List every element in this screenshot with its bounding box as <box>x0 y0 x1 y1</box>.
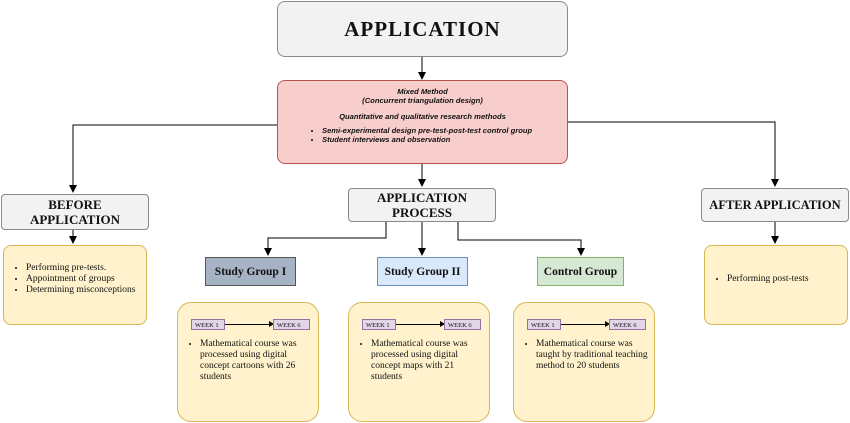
control-group-label: Control Group <box>537 257 624 286</box>
week-start-badge: WEEK 1 <box>191 319 225 330</box>
study-group-1-label: Study Group I <box>205 257 296 286</box>
application-title: APPLICATION <box>277 1 568 57</box>
study-group-1-notes: WEEK 1 WEEK 6 Mathematical course was pr… <box>177 302 319 422</box>
after-item: Performing post-tests <box>727 274 847 285</box>
week-arrow <box>396 321 445 327</box>
mixed-method-box: Mixed Method (Concurrent triangulation d… <box>277 80 568 164</box>
week-end-badge: WEEK 6 <box>444 319 481 330</box>
method-line: Quantitative and qualitative research me… <box>339 112 506 122</box>
process-label-line1: APPLICATION <box>376 190 468 205</box>
method-item: Student interviews and observation <box>322 135 567 144</box>
group-description: Mathematical course was processed using … <box>200 339 312 383</box>
study-group-2-notes: WEEK 1 WEEK 6 Mathematical course was pr… <box>348 302 490 422</box>
week-end-badge: WEEK 6 <box>273 319 310 330</box>
week-arrow <box>225 321 274 327</box>
before-item: Performing pre-tests. <box>26 263 146 274</box>
after-application-box: AFTER APPLICATION <box>701 188 849 222</box>
group-description: Mathematical course was processed using … <box>371 339 483 383</box>
before-item: Appointment of groups <box>26 274 146 285</box>
method-subheading: (Concurrent triangulation design) <box>362 96 483 106</box>
before-label-line1: BEFORE <box>48 197 102 212</box>
method-item: Semi-experimental design pre-test-post-t… <box>322 126 567 135</box>
process-label-line2: PROCESS <box>392 205 452 220</box>
week-start-badge: WEEK 1 <box>527 319 561 330</box>
application-process-box: APPLICATION PROCESS <box>348 188 496 222</box>
group-description: Mathematical course was taught by tradit… <box>536 339 648 372</box>
after-label: AFTER APPLICATION <box>709 197 841 212</box>
method-heading: Mixed Method <box>397 87 448 96</box>
before-application-box: BEFORE APPLICATION <box>1 194 149 230</box>
arrow-process-to-group1 <box>264 222 387 256</box>
after-notes: Performing post-tests <box>704 245 848 325</box>
before-notes: Performing pre-tests. Appointment of gro… <box>3 245 147 325</box>
week-start-badge: WEEK 1 <box>362 319 396 330</box>
week-arrow <box>561 321 610 327</box>
study-group-2-label: Study Group II <box>377 257 468 286</box>
arrow-method-to-before <box>69 124 277 193</box>
before-item: Determining misconceptions <box>26 285 146 296</box>
week-end-badge: WEEK 6 <box>609 319 646 330</box>
before-label-line2: APPLICATION <box>29 212 121 227</box>
arrow-process-to-control <box>457 222 585 256</box>
arrow-method-to-after <box>568 121 779 187</box>
method-list: Semi-experimental design pre-test-post-t… <box>278 126 567 144</box>
control-group-notes: WEEK 1 WEEK 6 Mathematical course was ta… <box>513 302 655 422</box>
